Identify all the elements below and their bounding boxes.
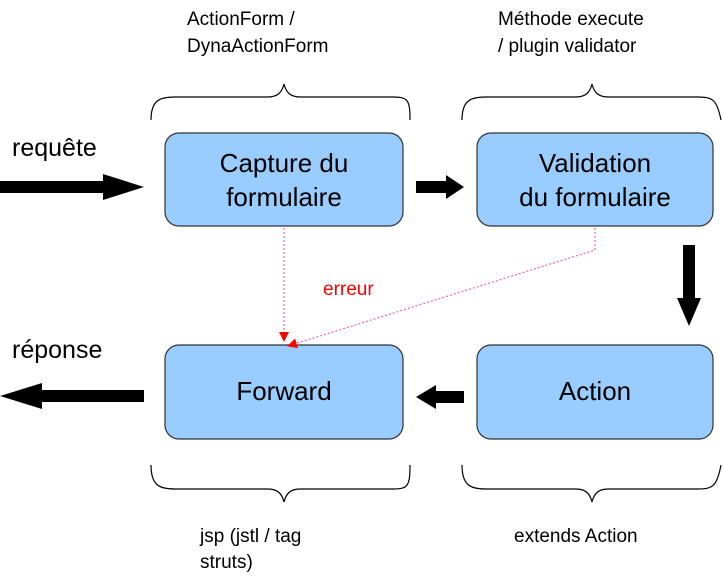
validation-to-action-arrow	[677, 245, 701, 326]
validation-box-label-line1: Validation	[539, 148, 651, 178]
validation-error-line	[287, 228, 596, 349]
capture-box: Capture du formulaire	[164, 132, 404, 227]
forward-annotation-line1: jsp (jstl / tag	[199, 526, 301, 547]
capture-box-label-line2: formulaire	[226, 182, 342, 212]
action-box: Action	[476, 344, 714, 440]
request-arrow	[0, 174, 144, 200]
validation-box: Validation du formulaire	[476, 132, 714, 227]
validation-top-brace	[461, 83, 722, 121]
action-box-label: Action	[559, 376, 631, 406]
response-arrow	[0, 383, 144, 409]
forward-box-label: Forward	[236, 376, 331, 406]
request-label: requête	[12, 134, 97, 162]
validation-annotation-line2: / plugin validator	[498, 36, 637, 57]
validation-box-label-line2: du formulaire	[519, 182, 671, 212]
forward-annotation-line2: struts)	[200, 552, 253, 573]
forward-box: Forward	[164, 344, 404, 440]
action-bottom-brace	[461, 464, 722, 503]
capture-top-brace	[150, 83, 411, 121]
validation-annotation-line1: Méthode execute	[498, 9, 644, 30]
capture-annotation-line1: ActionForm /	[187, 9, 295, 30]
error-label: erreur	[323, 279, 374, 300]
capture-box-label-line1: Capture du	[220, 148, 349, 178]
action-to-forward-arrow	[416, 385, 464, 409]
capture-annotation-line2: DynaActionForm	[187, 36, 329, 57]
response-label: réponse	[12, 336, 102, 364]
forward-bottom-brace	[150, 464, 411, 503]
capture-to-validation-arrow	[416, 175, 464, 199]
action-annotation-line1: extends Action	[514, 526, 638, 547]
